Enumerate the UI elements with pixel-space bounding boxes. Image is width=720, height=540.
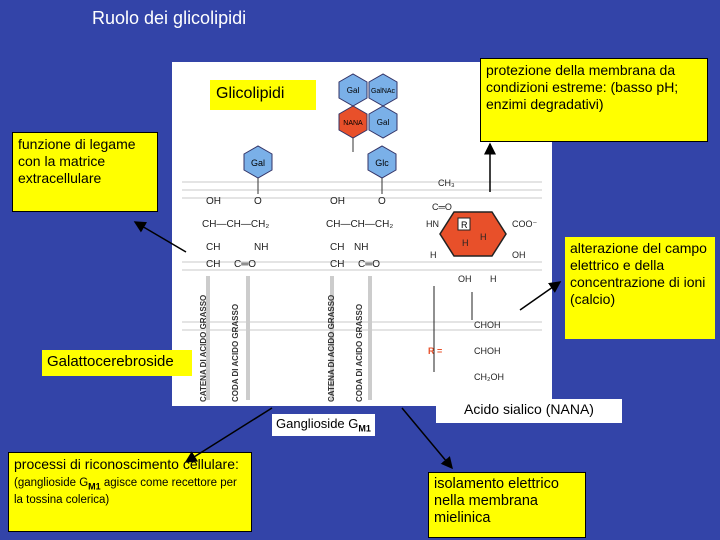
- background-text-lines: [182, 181, 542, 331]
- svg-text:H: H: [430, 250, 437, 260]
- svg-text:CH—CH—CH₂: CH—CH—CH₂: [326, 219, 393, 230]
- sugar-label-gal-1: Gal: [347, 86, 360, 95]
- cell-recognition-title: processi di riconoscimento cellulare:: [14, 456, 239, 472]
- svg-text:O: O: [378, 196, 386, 207]
- ganglioside-gm1-label: Ganglioside GM1: [272, 414, 375, 436]
- svg-text:OH: OH: [512, 250, 526, 260]
- svg-text:H: H: [462, 238, 469, 248]
- glicolipidi-label: Glicolipidi: [210, 80, 316, 110]
- ganglioside-label-main: Ganglioside G: [276, 416, 359, 431]
- tail-label-1: CODA DI ACIDO GRASSO: [231, 304, 240, 402]
- svg-text:O: O: [254, 196, 262, 207]
- svg-text:H: H: [480, 232, 487, 242]
- svg-text:OH: OH: [206, 196, 221, 207]
- glc-label: Glc: [375, 158, 389, 168]
- electrical-insulation-box: isolamento elettrico nella membrana miel…: [428, 472, 586, 538]
- cholera-note-sub: M1: [88, 481, 101, 492]
- cholera-note-a: (ganglioside G: [14, 477, 89, 489]
- ganglioside-label-sub: M1: [358, 423, 371, 434]
- svg-text:C═O: C═O: [234, 259, 256, 270]
- gal-label: Gal: [251, 158, 265, 168]
- cholera-note-b: agisce come recettore per la tossina col…: [14, 477, 237, 507]
- sugar-cluster-top: Gal GalNAc NANA Gal: [338, 73, 398, 152]
- electric-field-box: alterazione del campo elettrico e della …: [565, 237, 715, 339]
- sialic-acid-label: Acido sialico (NANA): [436, 399, 622, 423]
- sugar-label-galnac: GalNAc: [371, 88, 396, 95]
- chain-label-1: CATENA DI ACIDO GRASSO: [199, 295, 208, 402]
- svg-text:CH: CH: [330, 259, 344, 270]
- sugar-label-nana: NANA: [343, 120, 363, 127]
- gal-sugar: Gal: [243, 145, 273, 194]
- svg-text:CH: CH: [206, 259, 220, 270]
- svg-text:CH: CH: [330, 242, 344, 253]
- matrix-binding-box: funzione di legame con la matrice extrac…: [12, 132, 158, 212]
- svg-text:OH: OH: [458, 274, 472, 284]
- svg-text:C═O: C═O: [358, 259, 380, 270]
- svg-text:CHOH: CHOH: [474, 320, 501, 330]
- svg-text:COO⁻: COO⁻: [512, 219, 538, 229]
- svg-text:CHOH: CHOH: [474, 346, 501, 356]
- svg-text:OH: OH: [330, 196, 345, 207]
- glc-sugar: Glc: [367, 145, 397, 194]
- chain-label-2: CATENA DI ACIDO GRASSO: [327, 295, 336, 402]
- sialic-acid-structure: CH₃ C═O HN R H H COO⁻ OH H OH H CHOH CHO…: [426, 178, 538, 382]
- galactocerebroside-formula: OH O CH—CH—CH₂ CH NH CH C═O: [202, 196, 269, 270]
- svg-text:NH: NH: [254, 242, 268, 253]
- fatty-acid-chains: CATENA DI ACIDO GRASSO CODA DI ACIDO GRA…: [199, 276, 372, 402]
- r-label: R =: [428, 346, 442, 356]
- svg-text:R: R: [461, 220, 468, 230]
- membrane-protection-box: protezione della membrana da condizioni …: [480, 58, 708, 142]
- sugar-label-gal-2: Gal: [377, 118, 390, 127]
- svg-text:CH₂OH: CH₂OH: [474, 372, 504, 382]
- svg-text:NH: NH: [354, 242, 368, 253]
- svg-text:HN: HN: [426, 219, 439, 229]
- slide-title: Ruolo dei glicolipidi: [92, 8, 247, 28]
- svg-text:CH₃: CH₃: [438, 178, 455, 188]
- svg-text:CH: CH: [206, 242, 220, 253]
- cell-recognition-box: processi di riconoscimento cellulare: (g…: [8, 452, 252, 532]
- ganglioside-formula: OH O CH—CH—CH₂ CH NH CH C═O: [326, 196, 393, 270]
- cholera-toxin-note: (ganglioside GM1 agisce come recettore p…: [14, 476, 246, 507]
- svg-text:H: H: [490, 274, 497, 284]
- galactocerebroside-label: Galattocerebroside: [42, 350, 192, 376]
- svg-text:C═O: C═O: [432, 202, 452, 212]
- tail-label-2: CODA DI ACIDO GRASSO: [355, 304, 364, 402]
- svg-text:CH—CH—CH₂: CH—CH—CH₂: [202, 219, 269, 230]
